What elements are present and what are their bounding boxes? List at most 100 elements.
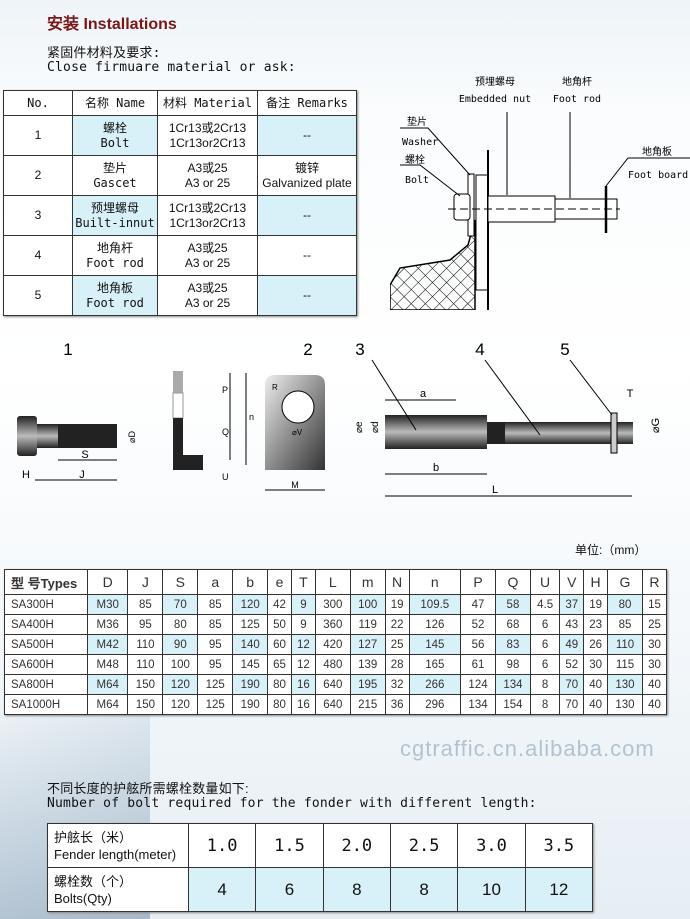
bolt-drawing [17, 416, 37, 456]
table-cell: SA400H [4, 614, 88, 635]
table-cell: 6 [529, 614, 561, 635]
table-cell: 98 [494, 654, 531, 675]
dim-R: R [272, 383, 278, 392]
table-cell: 12 [290, 654, 316, 675]
table-cell: 25 [641, 614, 668, 635]
table-cell: 3.5 [524, 823, 594, 868]
table-cell: 266 [408, 674, 462, 695]
table-cell: 420 [314, 634, 351, 655]
embedded-nut-drawing [385, 415, 487, 449]
table-cell: 120 [162, 694, 199, 715]
column-header: T [290, 569, 316, 595]
table-cell: 360 [314, 614, 351, 635]
dim-T: T [627, 388, 634, 400]
table-cell: 8 [389, 867, 459, 912]
table-cell: 37 [559, 594, 585, 615]
part-number-1: 1 [63, 340, 72, 359]
table-cell: 6 [255, 867, 324, 912]
bolt-label-cn: 螺栓 [405, 153, 425, 166]
column-header: 材料 Material [157, 90, 258, 116]
table-cell: 115 [607, 654, 643, 675]
table-cell: 42 [267, 594, 292, 615]
table-cell: 36 [384, 694, 410, 715]
dim-n: n [249, 412, 254, 422]
table-cell: 80 [607, 594, 643, 615]
table-cell: 8 [529, 674, 561, 695]
table-cell: 296 [408, 694, 462, 715]
name-en: Foot rod [86, 255, 144, 270]
washer-label-en: Washer [402, 137, 438, 148]
table-cell: 52 [460, 614, 496, 635]
part-number-4: 4 [475, 340, 484, 359]
cell-rem: -- [257, 195, 357, 236]
row-label-en: Fender length(meter) [54, 846, 177, 862]
intro-cn: 紧固件材料及要求: [47, 46, 161, 61]
table-cell: 85 [197, 594, 234, 615]
table-cell: 95 [197, 634, 234, 655]
rem-cn: -- [303, 208, 311, 222]
name-cn: 地角杆 [96, 240, 133, 255]
installation-diagram: 预埋螺母 Embedded nut 地角杆 Foot rod 垫片 Washer… [390, 75, 690, 310]
table-cell: 100 [349, 594, 386, 615]
table-cell: 85 [197, 614, 234, 635]
parts-diagram: 1 2 3 4 5 S J H ⌀D P Q n U M R ⌀V a b L … [17, 340, 662, 497]
table-cell: 85 [607, 614, 643, 635]
dim-P: P [222, 385, 228, 395]
cell-no: 5 [3, 275, 73, 316]
name-cn: 地角板 [96, 280, 133, 295]
table-cell: 90 [162, 634, 199, 655]
table-cell: 30 [583, 654, 609, 675]
table-cell: 50 [267, 614, 292, 635]
table-cell: SA300H [4, 594, 88, 615]
table-cell: 100 [162, 654, 199, 675]
table-cell: 109.5 [408, 594, 462, 615]
column-header: b [232, 569, 269, 595]
cell-rem: -- [257, 275, 357, 316]
table-cell: 150 [127, 674, 164, 695]
cell-no: 1 [3, 115, 73, 156]
cell-no: 4 [3, 235, 73, 276]
column-header: J [127, 569, 164, 595]
dim-H: H [22, 469, 30, 481]
name-en: Bolt [100, 135, 130, 150]
unit-label: 单位:（mm） [575, 543, 647, 557]
table-cell: 125 [232, 614, 269, 635]
name-cn: 垫片 [102, 160, 127, 175]
bolts-intro-cn: 不同长度的护舷所需螺栓数量如下: [47, 781, 249, 796]
mat-en: A3 or 25 [184, 255, 231, 270]
table-cell: 56 [460, 634, 496, 655]
table-cell: 145 [232, 654, 269, 675]
table-cell: 70 [559, 674, 585, 695]
dim-S: S [81, 449, 88, 461]
table-cell: M64 [86, 674, 129, 695]
table-cell: 49 [559, 634, 585, 655]
table-cell: 61 [460, 654, 496, 675]
table-cell: 95 [197, 654, 234, 675]
column-header: R [641, 569, 668, 595]
rem-cn: 镀锌 [294, 160, 319, 175]
bolts-intro-en: Number of bolt required for the fonder w… [47, 796, 537, 811]
table-cell: 215 [349, 694, 386, 715]
rem-cn: -- [303, 248, 311, 262]
dim-L: L [492, 484, 498, 496]
foot-board-label-en: Foot board [628, 170, 688, 181]
column-header: G [607, 569, 643, 595]
dim-b: b [433, 462, 439, 474]
table-cell: 1.5 [255, 823, 324, 868]
column-header: 名称 Name [72, 90, 158, 116]
name-cn: 螺栓 [102, 120, 127, 135]
